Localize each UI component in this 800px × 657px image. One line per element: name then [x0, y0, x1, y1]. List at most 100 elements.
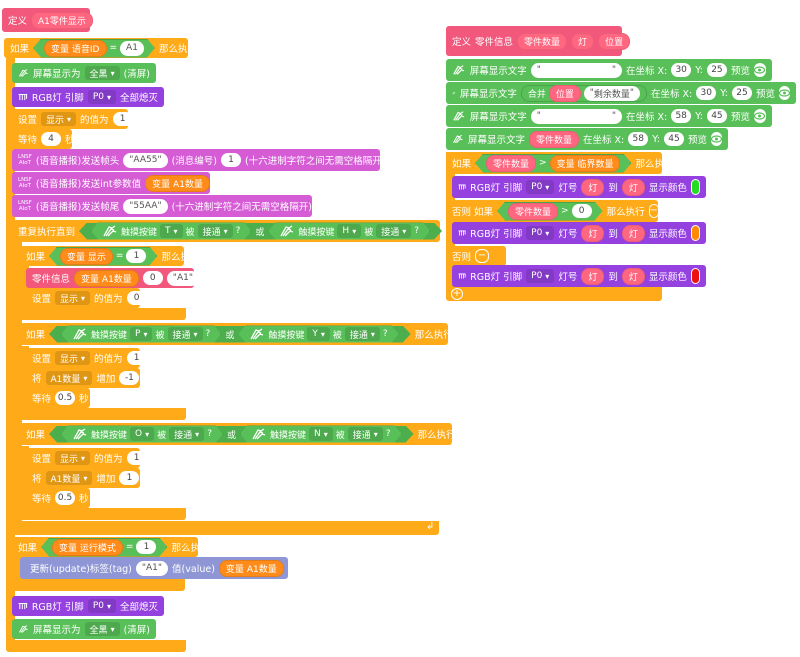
coord-y[interactable]: 25 — [731, 86, 752, 100]
coord-y[interactable]: 25 — [706, 63, 727, 77]
var-display[interactable]: 变量 显示 — [60, 248, 113, 265]
set-value[interactable]: 1 — [126, 351, 147, 365]
param-light-from[interactable]: 灯 — [581, 178, 605, 196]
change-value[interactable]: -1 — [119, 371, 140, 385]
screen-mode-dropdown[interactable]: 全黑 — [84, 622, 120, 636]
param-light-from[interactable]: 灯 — [581, 224, 605, 242]
touch-p-condition[interactable]: 触摸按键 P 被 接通 ? — [61, 325, 221, 344]
or-condition[interactable]: 触摸按键 O 被 接通 ? 或 触摸按键 N 被 接通 ? — [49, 426, 414, 443]
param-part-count[interactable]: 零件数量 — [528, 130, 579, 148]
rgb-all-off-block[interactable]: RGB灯 引脚 P0 全部熄灭 — [12, 596, 164, 616]
text-input[interactable]: "" — [530, 62, 622, 78]
key-y-dropdown[interactable]: Y — [307, 327, 330, 341]
param-light-from[interactable]: 灯 — [581, 267, 605, 285]
eye-icon[interactable] — [753, 109, 766, 123]
or-condition[interactable]: 触摸按键 T 被 接通 ? 或 触摸按键 H 被 接通 ? — [79, 223, 442, 240]
key-t-dropdown[interactable]: T — [160, 224, 183, 238]
key-o-dropdown[interactable]: O — [130, 427, 154, 441]
header-value[interactable]: "AA55" — [123, 152, 168, 168]
set-value[interactable]: 1 — [112, 112, 133, 126]
var-a1-count[interactable]: 变量 A1数量 — [145, 174, 210, 192]
else-block[interactable]: 否则 − — [446, 246, 506, 266]
var-a1-count[interactable]: 变量 A1数量 — [74, 269, 139, 287]
state-dropdown[interactable]: 接通 — [348, 427, 383, 441]
msg-id-value[interactable]: 1 — [221, 153, 241, 167]
change-var-dropdown[interactable]: A1数量 — [45, 371, 93, 385]
coord-y[interactable]: 45 — [706, 109, 727, 123]
if-touch-on-block[interactable]: 如果 触摸按键 O 被 接通 ? 或 触摸按键 N 被 接通 ? 那么执行 — [20, 423, 456, 445]
set-var-dropdown[interactable]: 显示 — [41, 112, 77, 126]
state-dropdown[interactable]: 接通 — [198, 224, 233, 238]
set-value[interactable]: 1 — [126, 451, 147, 465]
coord-x[interactable]: 58 — [628, 132, 649, 146]
position-arg[interactable]: "A1" — [166, 270, 199, 286]
state-dropdown[interactable]: 接通 — [168, 327, 203, 341]
remaining-text[interactable]: "剩余数量" — [583, 85, 640, 101]
rgb-range-color-block[interactable]: RGB灯 引脚 P0 灯号 灯 到 灯 显示颜色 — [452, 176, 706, 198]
wait-block[interactable]: 等待 0.5 秒 — [26, 388, 90, 408]
change-count-block[interactable]: 将 A1数量 增加 1 — [26, 468, 140, 488]
add-branch-icon[interactable]: + — [451, 288, 463, 300]
param-position[interactable]: 位置 — [598, 32, 631, 50]
state-dropdown[interactable]: 接通 — [345, 327, 380, 341]
screen-fill-block[interactable]: 屏幕显示为 全黑 (清屏) — [12, 619, 156, 639]
param-light-to[interactable]: 灯 — [621, 224, 645, 242]
procedure-define-part-info[interactable]: 定义 零件信息 零件数量 灯 位置 — [446, 26, 631, 56]
screen-text-block[interactable]: 屏幕显示文字 "" 在坐标 X: 30 Y: 25 预览 — [446, 59, 772, 81]
eye-icon[interactable] — [753, 63, 766, 77]
rgb-pin-dropdown[interactable]: P0 — [87, 90, 116, 104]
rgb-range-color-block[interactable]: RGB灯 引脚 P0 灯号 灯 到 灯 显示颜色 — [452, 265, 706, 287]
change-value[interactable]: 1 — [119, 471, 140, 485]
var-run-mode[interactable]: 变量 运行模式 — [52, 539, 123, 556]
coord-x[interactable]: 30 — [671, 63, 692, 77]
tail-value[interactable]: "55AA" — [123, 198, 168, 214]
value-1[interactable]: 1 — [136, 540, 156, 554]
param-part-count[interactable]: 零件数量 — [508, 203, 558, 220]
if-count-gt-block[interactable]: 如果 零件数量 > 变量 临界数量 那么执行 — [446, 152, 674, 174]
procedure-define-a1[interactable]: 定义 A1零件显示 — [2, 8, 93, 32]
rgb-pin-dropdown[interactable]: P0 — [526, 226, 555, 240]
key-p-dropdown[interactable]: P — [130, 327, 152, 341]
rgb-pin-dropdown[interactable]: P0 — [87, 599, 116, 613]
param-part-count[interactable]: 零件数量 — [486, 155, 536, 172]
rgb-range-color-block[interactable]: RGB灯 引脚 P0 灯号 灯 到 灯 显示颜色 — [452, 222, 706, 244]
touch-n-condition[interactable]: 触摸按键 N 被 接通 ? — [240, 425, 402, 444]
if-run-mode-block[interactable]: 如果 变量 运行模式 = 1 那么执行 — [12, 537, 209, 557]
set-var-dropdown[interactable]: 显示 — [55, 351, 91, 365]
state-dropdown[interactable]: 接通 — [169, 427, 204, 441]
set-var-dropdown[interactable]: 显示 — [55, 451, 91, 465]
set-display-block[interactable]: 设置 显示 的值为 0 — [26, 288, 147, 308]
condition-greater[interactable]: 零件数量 > 0 — [497, 202, 603, 221]
screen-mode-dropdown[interactable]: 全黑 — [84, 66, 120, 80]
tag-value[interactable]: "A1" — [135, 560, 169, 576]
color-swatch-orange[interactable] — [690, 225, 700, 241]
condition-equals[interactable]: 变量 语音ID = A1 — [33, 39, 155, 58]
coord-y[interactable]: 45 — [663, 132, 684, 146]
change-count-block[interactable]: 将 A1数量 增加 -1 — [26, 368, 140, 388]
update-tag-block[interactable]: 更新(update)标签(tag) "A1" 值(value) 变量 A1数量 — [20, 557, 288, 579]
part-info-call-block[interactable]: 零件信息 变量 A1数量 0 "A1" — [26, 268, 199, 288]
wait-value[interactable]: 0.5 — [55, 391, 76, 405]
if-touch-py-block[interactable]: 如果 触摸按键 P 被 接通 ? 或 触摸按键 Y 被 接通 ? 那么执行 — [20, 323, 453, 345]
key-n-dropdown[interactable]: N — [309, 427, 333, 441]
repeat-until-block[interactable]: 重复执行直到 触摸按键 T 被 接通 ? 或 触摸按键 H 被 接通 ? — [12, 220, 440, 242]
var-threshold[interactable]: 变量 临界数量 — [550, 155, 621, 172]
key-h-dropdown[interactable]: H — [337, 224, 361, 238]
eye-icon[interactable] — [779, 86, 790, 100]
or-condition[interactable]: 触摸按键 P 被 接通 ? 或 触摸按键 Y 被 接通 ? — [49, 326, 411, 343]
touch-t-condition[interactable]: 触摸按键 T 被 接通 ? — [91, 222, 251, 241]
if-voice-id-block[interactable]: 如果 变量 语音ID = A1 那么执行 — [4, 38, 197, 58]
else-if-block[interactable]: 否则 如果 零件数量 > 0 那么执行 − — [446, 200, 659, 222]
wait-block[interactable]: 等待 4 秒 — [12, 129, 75, 149]
screen-text-block[interactable]: 屏幕显示文字 合并 位置 "剩余数量" 在坐标 X: 30 Y: 25 预览 — [446, 82, 796, 104]
remove-branch-icon[interactable]: − — [475, 249, 490, 263]
param-light-to[interactable]: 灯 — [621, 267, 645, 285]
light-arg[interactable]: 0 — [142, 271, 163, 285]
state-dropdown[interactable]: 接通 — [376, 224, 411, 238]
param-light[interactable]: 灯 — [571, 32, 595, 50]
color-swatch-red[interactable] — [690, 268, 700, 284]
rgb-pin-dropdown[interactable]: P0 — [526, 269, 555, 283]
set-display-block[interactable]: 设置 显示 的值为 1 — [26, 448, 147, 468]
